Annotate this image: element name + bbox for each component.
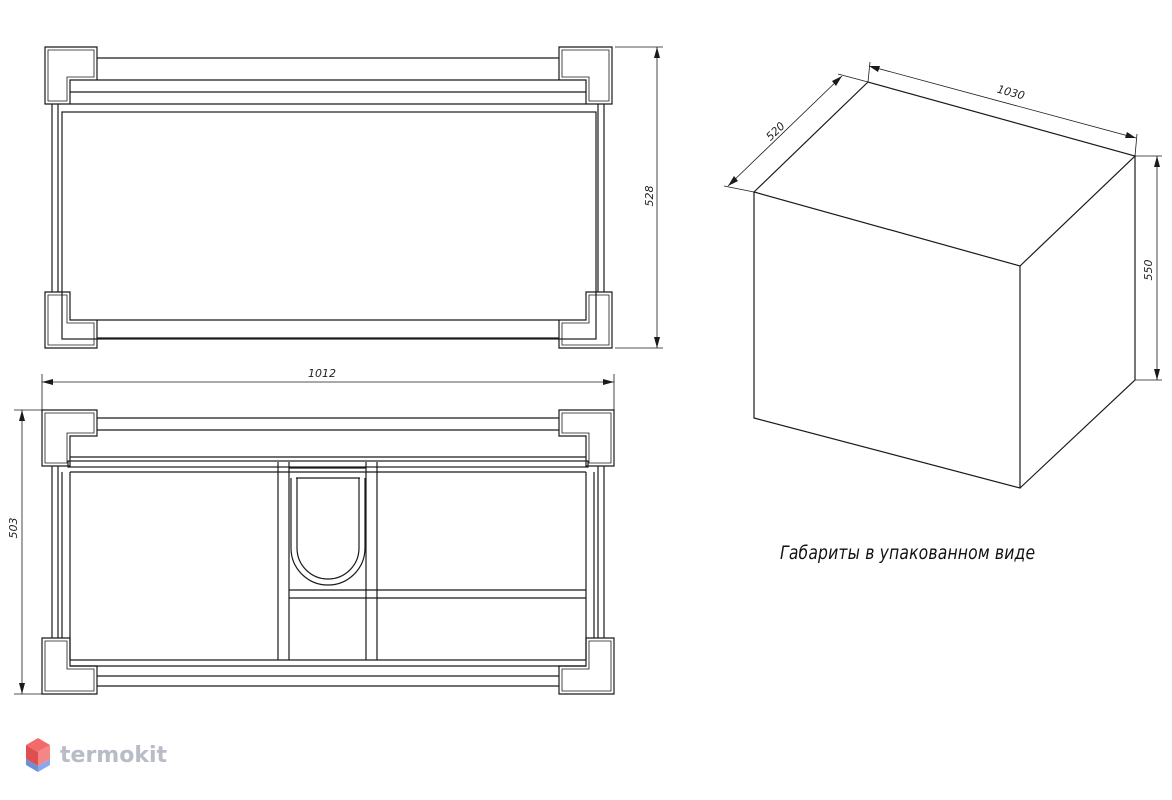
corner-top-right (558, 46, 613, 105)
corner-bottom-right (558, 291, 613, 349)
front-corner-top-left (41, 409, 98, 467)
front-corner-top-right (558, 409, 615, 467)
width-dimension: 1012 (41, 367, 615, 410)
package-box: 520 1030 550 (723, 61, 1162, 489)
dimension-520: 520 (764, 120, 788, 144)
front-view: 503 (7, 409, 615, 695)
dimension-1030: 1030 (996, 83, 1026, 103)
front-corner-bottom-left (41, 637, 98, 695)
logo-icon (26, 738, 50, 772)
corner-bottom-left (44, 291, 98, 349)
dimension-1012: 1012 (308, 367, 336, 380)
logo-text: termokit (60, 742, 168, 768)
dimension-550: 550 (1142, 260, 1155, 281)
dimension-503: 503 (7, 518, 20, 539)
corner-top-left (44, 46, 98, 105)
logo: termokit (24, 736, 167, 774)
front-corner-bottom-right (558, 637, 615, 695)
caption: Габариты в упакованном виде (780, 542, 1036, 564)
dimension-528: 528 (643, 186, 656, 207)
top-view: 528 (44, 46, 663, 349)
